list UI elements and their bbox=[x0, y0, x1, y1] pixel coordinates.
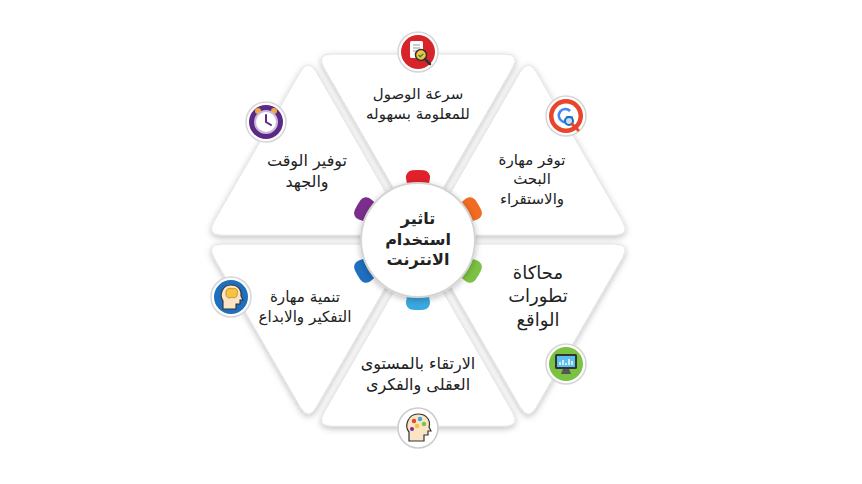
text-holder: الارتقاء بالمستوى العقلى والفكرى bbox=[356, 354, 480, 396]
node-label: سرعة الوصول للمعلومة بسهوله bbox=[355, 85, 480, 124]
node-label: الارتقاء بالمستوى العقلى والفكرى bbox=[356, 354, 480, 396]
brain-head-icon bbox=[211, 277, 251, 317]
center-circle: تاثير استخدام الانترنت bbox=[333, 155, 503, 325]
text-holder: محاكاة تطورات الواقع bbox=[497, 261, 579, 331]
node-label: تاثير استخدام الانترنت bbox=[368, 209, 468, 271]
text-holder: تنمية مهارة التفكير والابداع bbox=[255, 288, 355, 328]
node-label: توفر مهارة البحث والاستقراء bbox=[484, 151, 579, 210]
node-label: محاكاة تطورات الواقع bbox=[497, 261, 579, 331]
text-holder: سرعة الوصول للمعلومة بسهوله bbox=[355, 85, 480, 124]
monitor-icon bbox=[546, 344, 586, 384]
search-engine-icon bbox=[546, 96, 586, 136]
center-disc bbox=[361, 183, 475, 297]
thinking-head-icon bbox=[398, 408, 438, 448]
document-search-icon bbox=[398, 32, 438, 72]
text-holder: توفر مهارة البحث والاستقراء bbox=[484, 151, 579, 210]
clock-icon bbox=[246, 102, 286, 142]
text-holder: تاثير استخدام الانترنت bbox=[368, 209, 468, 271]
text-holder: توفير الوقت والجهد bbox=[247, 151, 367, 193]
node-label: تنمية مهارة التفكير والابداع bbox=[255, 288, 355, 328]
node-label: توفير الوقت والجهد bbox=[247, 151, 367, 193]
